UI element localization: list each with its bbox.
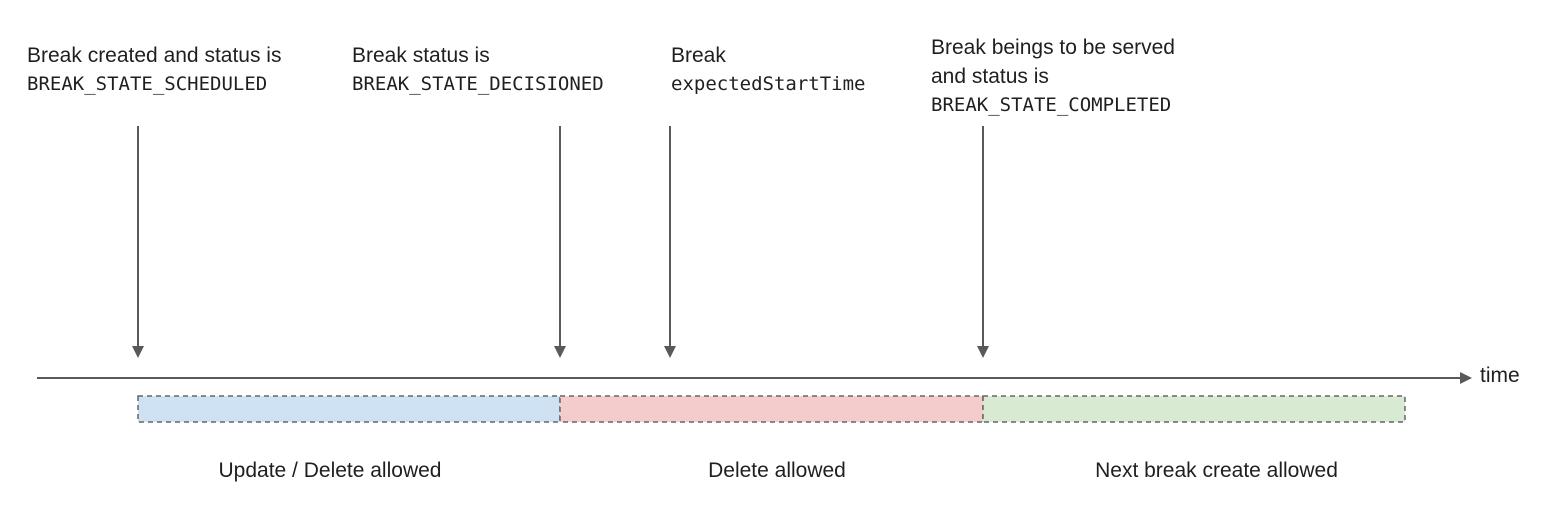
event-text: Break created and status is: [27, 44, 282, 67]
event-code: BREAK_STATE_COMPLETED: [931, 94, 1172, 116]
event-label-decisioned: Break status is BREAK_STATE_DECISIONED: [352, 41, 604, 99]
event-text: Break status is: [352, 44, 490, 67]
event-code: BREAK_STATE_SCHEDULED: [27, 73, 268, 95]
event-text: Break beings to be served: [931, 36, 1175, 59]
event-label-scheduled: Break created and status is BREAK_STATE_…: [27, 41, 281, 99]
event-label-completed: Break beings to be served and status is …: [931, 33, 1175, 120]
event-text: Break: [671, 44, 726, 67]
segment-update-delete: [137, 395, 561, 423]
event-code: BREAK_STATE_DECISIONED: [352, 73, 604, 95]
event-label-start-time: Break expectedStartTime: [671, 41, 865, 99]
event-text: and status is: [931, 65, 1049, 88]
time-axis-label: time: [1480, 364, 1520, 387]
segment-label-update-delete: Update / Delete allowed: [218, 459, 442, 482]
segment-next-break-create: [982, 395, 1406, 423]
segment-label-delete: Delete allowed: [708, 459, 846, 482]
event-code: expectedStartTime: [671, 73, 866, 95]
segment-delete: [559, 395, 984, 423]
segment-label-next-break: Next break create allowed: [1095, 459, 1338, 482]
